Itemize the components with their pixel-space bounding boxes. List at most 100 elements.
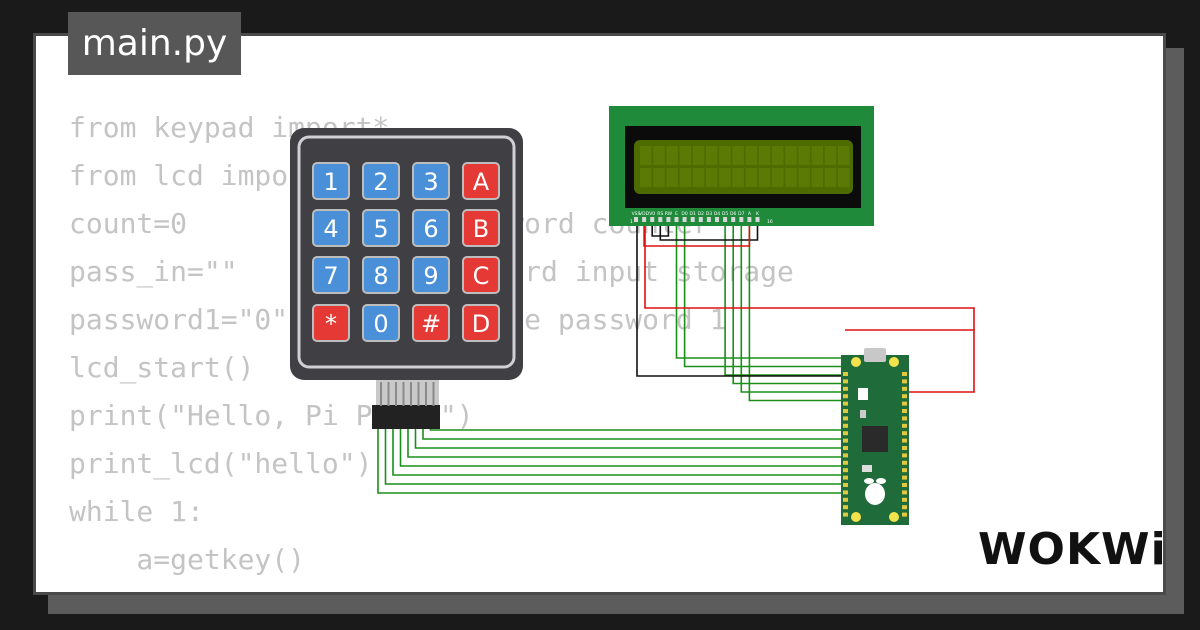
key-5[interactable]: 5: [362, 209, 400, 247]
wire: [407, 428, 850, 458]
pico-pin: [902, 386, 907, 391]
key-*[interactable]: *: [312, 304, 350, 342]
lcd-pin-label: D5: [722, 211, 728, 217]
key-C[interactable]: C: [462, 256, 500, 294]
key-label: 2: [373, 168, 388, 196]
pico-pin: [843, 512, 848, 517]
pico-pin: [902, 416, 907, 421]
lcd-pin: [731, 217, 736, 222]
key-4[interactable]: 4: [312, 209, 350, 247]
keypad-pin: [410, 382, 412, 406]
lcd-pin-label: D0: [681, 211, 687, 217]
keypad-pin: [432, 382, 435, 406]
key-cap: [462, 162, 500, 200]
wokwi-logo: WOKWi: [978, 524, 1167, 575]
key-cap: [462, 256, 500, 294]
lcd-pin-label: VSS: [632, 211, 641, 217]
pico-pin: [843, 460, 848, 465]
led: [860, 410, 866, 418]
pico-pin: [843, 453, 848, 458]
lcd-pin-label: RS: [657, 211, 663, 217]
key-cap: [362, 209, 400, 247]
lcd-cell: [732, 168, 744, 187]
pico-pin: [902, 401, 907, 406]
lcd-character-cells: [640, 146, 850, 187]
key-6[interactable]: 6: [412, 209, 450, 247]
pico-pin: [902, 446, 907, 450]
key-9[interactable]: 9: [412, 256, 450, 294]
raspberry-pi-pico[interactable]: [841, 348, 909, 525]
key-#[interactable]: #: [412, 304, 450, 342]
wire: [732, 222, 850, 385]
key-0[interactable]: 0: [362, 304, 400, 342]
lcd-pin-last: 16: [767, 219, 773, 225]
code-line: while 1:: [69, 495, 204, 528]
lcd-pin: [747, 217, 752, 222]
code-line: if(a!=0): #if key pressed: [69, 584, 794, 592]
lcd-cell: [772, 168, 784, 187]
key-7[interactable]: 7: [312, 256, 350, 294]
lcd-cell: [653, 146, 665, 165]
code-line: a=getkey(): [69, 543, 306, 576]
wire: [643, 222, 751, 247]
bootsel-button: [858, 388, 868, 400]
lcd-pin-label: D3: [706, 211, 712, 217]
mount-hole: [889, 357, 899, 367]
lcd-pin: [642, 217, 647, 222]
pico-pin: [902, 372, 907, 376]
pico-pin: [902, 490, 907, 495]
lcd-cell: [653, 168, 665, 187]
key-label: B: [473, 215, 489, 243]
wire: [748, 222, 850, 402]
lcd-pin: [666, 217, 671, 222]
key-label: *: [325, 310, 337, 338]
keypad-pin: [425, 382, 427, 406]
lcd-cell: [798, 146, 810, 165]
wire: [724, 222, 850, 376]
key-D[interactable]: D: [462, 304, 500, 342]
lcd-cell: [719, 146, 731, 165]
key-A[interactable]: A: [462, 162, 500, 200]
key-1[interactable]: 1: [312, 162, 350, 200]
pico-pin: [843, 416, 848, 421]
keypad-bezel: [297, 135, 516, 369]
key-label: 4: [323, 215, 338, 243]
pico-pin: [902, 483, 907, 487]
pico-pin: [843, 394, 848, 399]
lcd-cell: [679, 146, 692, 165]
lcd-cell: [745, 146, 758, 165]
pico-pin: [843, 372, 848, 376]
key-B[interactable]: B: [462, 209, 500, 247]
keypad-header: [372, 405, 440, 429]
key-cap: [462, 304, 500, 342]
key-8[interactable]: 8: [362, 256, 400, 294]
key-3[interactable]: 3: [412, 162, 450, 200]
wire: [644, 221, 975, 330]
lcd-pin: [755, 217, 760, 222]
lcd-pin-label: D1: [690, 211, 696, 217]
lcd-cell: [666, 146, 678, 165]
lcd-pin: [723, 217, 728, 222]
wire: [384, 428, 850, 485]
keypad-pin: [402, 382, 405, 406]
lcd-pin-label: D4: [714, 211, 720, 217]
key-cap: [412, 162, 450, 200]
key-cap: [412, 256, 450, 294]
wire: [399, 428, 850, 467]
key-label: 6: [423, 215, 438, 243]
lcd-pin-label: A: [748, 211, 752, 217]
keypad-pin: [417, 382, 420, 406]
lcd-pin: [739, 217, 744, 222]
wire: [845, 329, 975, 393]
pico-pin: [902, 505, 907, 510]
lcd-cell: [706, 168, 718, 187]
key-2[interactable]: 2: [362, 162, 400, 200]
lcd-pin-label: RW: [665, 211, 673, 217]
file-tab[interactable]: main.py: [68, 12, 241, 75]
keypad-pin: [395, 382, 397, 406]
pico-pin: [843, 438, 848, 443]
